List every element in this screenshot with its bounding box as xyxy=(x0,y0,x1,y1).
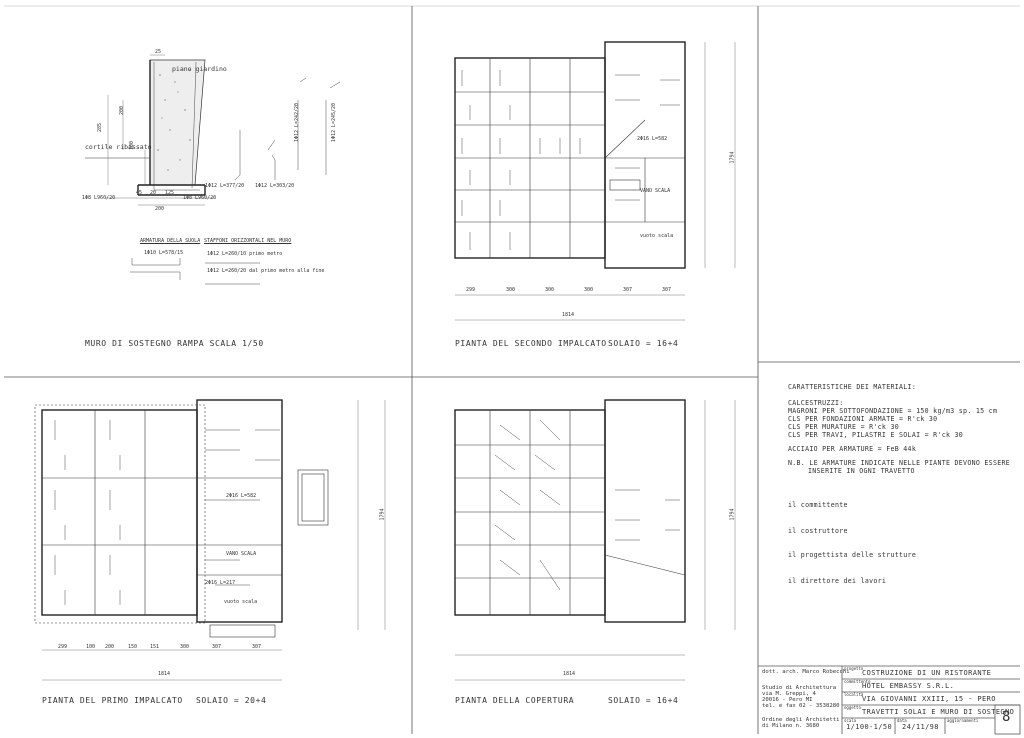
primo-vuoto-scala: vuoto scala xyxy=(224,599,258,605)
secondo-plan xyxy=(454,41,736,321)
muro-muro-bar1: 1Φ12 L=260/10 primo metro xyxy=(207,251,283,257)
secondo-dim-1: 300 xyxy=(506,287,516,293)
studio-line-3: 20016 - Pero MI xyxy=(762,697,813,703)
primo-caption: PIANTA DEL PRIMO IMPALCATO xyxy=(42,696,183,705)
secondo-total: 1814 xyxy=(562,312,575,318)
secondo-solaio: SOLAIO = 16+4 xyxy=(608,339,679,348)
primo-dim-2: 200 xyxy=(105,644,115,650)
studio-line-0: dott. arch. Marco Robecchi xyxy=(762,669,850,675)
primo-bar-217: 2Φ16 L=217 xyxy=(205,580,236,586)
primo-dim-6: 307 xyxy=(212,644,222,650)
scala-value: 1/100-1/50 xyxy=(846,723,893,731)
studio-line-6: di Milano n. 3680 xyxy=(762,723,820,729)
label-scala: scala xyxy=(844,718,857,723)
secondo-beam-label: 2Φ16 L=582 xyxy=(637,136,668,142)
secondo-vano-scala: VANO SCALA xyxy=(640,188,671,194)
copertura-plan xyxy=(454,399,736,681)
materials-line-1: MAGRONI PER SOTTOFONDAZIONE = 150 kg/m3 … xyxy=(788,407,998,415)
studio-line-1: Studio di Architettura xyxy=(762,685,837,691)
label-progetto: progetto xyxy=(844,666,864,671)
data-value: 24/11/98 xyxy=(902,723,939,731)
muro-bar-303: 1Φ12 L=303/20 xyxy=(255,183,295,189)
materials-acciaio: ACCIAIO PER ARMATURE = FeB 44k xyxy=(788,445,917,453)
muro-dim-base: 200 xyxy=(155,206,165,212)
primo-dim-3: 150 xyxy=(128,644,138,650)
muro-dim-125: 125 xyxy=(165,190,175,196)
primo-dim-0: 299 xyxy=(58,644,68,650)
muro-armatura-suola: ARMATURA DELLA SUOLA xyxy=(140,238,201,244)
primo-side: 1794 xyxy=(379,508,386,521)
label-indirizzo: località xyxy=(844,692,864,697)
muro-bar-245: 1Φ12 L=245/20 xyxy=(331,102,338,143)
role-progettista: il progettista delle strutture xyxy=(788,551,917,559)
muro-bar-377: 1Φ12 L=377/20 xyxy=(205,183,245,189)
secondo-vuoto-scala: vuoto scala xyxy=(640,233,674,239)
label-committente: committente xyxy=(844,679,871,684)
muro-dim-20: 20 xyxy=(150,190,157,196)
oggetto-value: TRAVETTI SOLAI E MURO DI SOSTEGNO xyxy=(862,708,1015,716)
indirizzo-value: VIA GIOVANNI XXIII, 15 - PERO xyxy=(862,695,996,703)
copertura-total: 1814 xyxy=(563,671,576,677)
materials-line-3: CLS PER MURATURE = R'ck 30 xyxy=(788,423,900,431)
materials-line-4: CLS PER TRAVI, PILASTRI E SOLAI = R'ck 3… xyxy=(788,431,964,439)
materials-line-2: CLS PER FONDAZIONI ARMATE = R'ck 30 xyxy=(788,415,938,423)
studio-line-4: tel. e fax 02 - 3538280 xyxy=(762,703,840,709)
secondo-dim-0: 299 xyxy=(466,287,476,293)
role-direttore: il direttore dei lavori xyxy=(788,577,887,585)
muro-caption: MURO DI SOSTEGNO RAMPA SCALA 1/50 xyxy=(85,339,264,348)
secondo-dim-4: 307 xyxy=(623,287,633,293)
role-costruttore: il costruttore xyxy=(788,527,848,535)
primo-dim-4: 151 xyxy=(150,644,160,650)
secondo-caption: PIANTA DEL SECONDO IMPALCATO xyxy=(455,339,607,348)
copertura-caption: PIANTA DELLA COPERTURA xyxy=(455,696,575,705)
materials-line-0: CALCESTRUZZI: xyxy=(788,399,844,407)
muro-dim-top: 25 xyxy=(155,49,162,55)
muro-muro-bar2: 1Φ12 L=260/20 dal primo metro alla fine xyxy=(207,268,325,274)
secondo-side: 1794 xyxy=(729,151,736,164)
muro-dim-100: 100 xyxy=(129,140,136,151)
primo-beam-label: 2Φ16 L=582 xyxy=(226,493,257,499)
materials-nb-2: INSERITE IN OGNI TRAVETTO xyxy=(808,467,915,475)
committente-value: HOTEL EMBASSY S.R.L. xyxy=(862,682,955,690)
muro-staffoni: STAFFONI ORIZZONTALI NEL MURO xyxy=(204,238,292,244)
muro-bar-242: 1Φ12 L=242/20 xyxy=(294,102,301,143)
muro-bar-right: 1Φ8 L960/20 xyxy=(183,195,217,201)
muro-cortile-label: cortile ribassato xyxy=(85,143,152,151)
copertura-side: 1794 xyxy=(729,508,736,521)
primo-dim-1: 100 xyxy=(86,644,96,650)
materials-nb-1: N.B. LE ARMATURE INDICATE NELLE PIANTE D… xyxy=(788,459,1011,467)
primo-dim-7: 307 xyxy=(252,644,262,650)
studio-line-2: via M. Greppi, 4 xyxy=(762,691,816,697)
primo-solaio: SOLAIO = 20+4 xyxy=(196,696,267,705)
muro-dim-45: 45 xyxy=(136,190,143,196)
secondo-dim-2: 300 xyxy=(545,287,555,293)
title-block xyxy=(758,665,1021,735)
muro-section xyxy=(85,54,341,285)
muro-dim-200: 200 xyxy=(119,105,126,116)
label-oggetto: oggetto xyxy=(844,705,861,710)
role-committente: il committente xyxy=(788,501,848,509)
tavola-number: 8 xyxy=(1002,709,1011,725)
label-aggiornamenti: aggiornamenti xyxy=(947,718,979,723)
primo-plan xyxy=(34,399,386,681)
muro-dim-285: 285 xyxy=(97,122,104,133)
secondo-dim-5: 307 xyxy=(662,287,672,293)
muro-piano-giardino: piano giardino xyxy=(172,65,227,73)
progetto-value: COSTRUZIONE DI UN RISTORANTE xyxy=(862,669,992,677)
studio-line-5: Ordine degli Architetti xyxy=(762,717,840,723)
muro-suola-bar: 1Φ10 L=578/15 xyxy=(144,250,184,256)
primo-total: 1814 xyxy=(158,671,171,677)
copertura-solaio: SOLAIO = 16+4 xyxy=(608,696,679,705)
muro-bar-left: 1Φ8 L960/20 xyxy=(82,195,116,201)
materials-title: CARATTERISTICHE DEI MATERIALI: xyxy=(788,383,917,391)
label-data: data xyxy=(897,718,907,723)
secondo-dim-3: 300 xyxy=(584,287,594,293)
primo-vano-scala: VANO SCALA xyxy=(226,551,257,557)
primo-dim-5: 300 xyxy=(180,644,190,650)
